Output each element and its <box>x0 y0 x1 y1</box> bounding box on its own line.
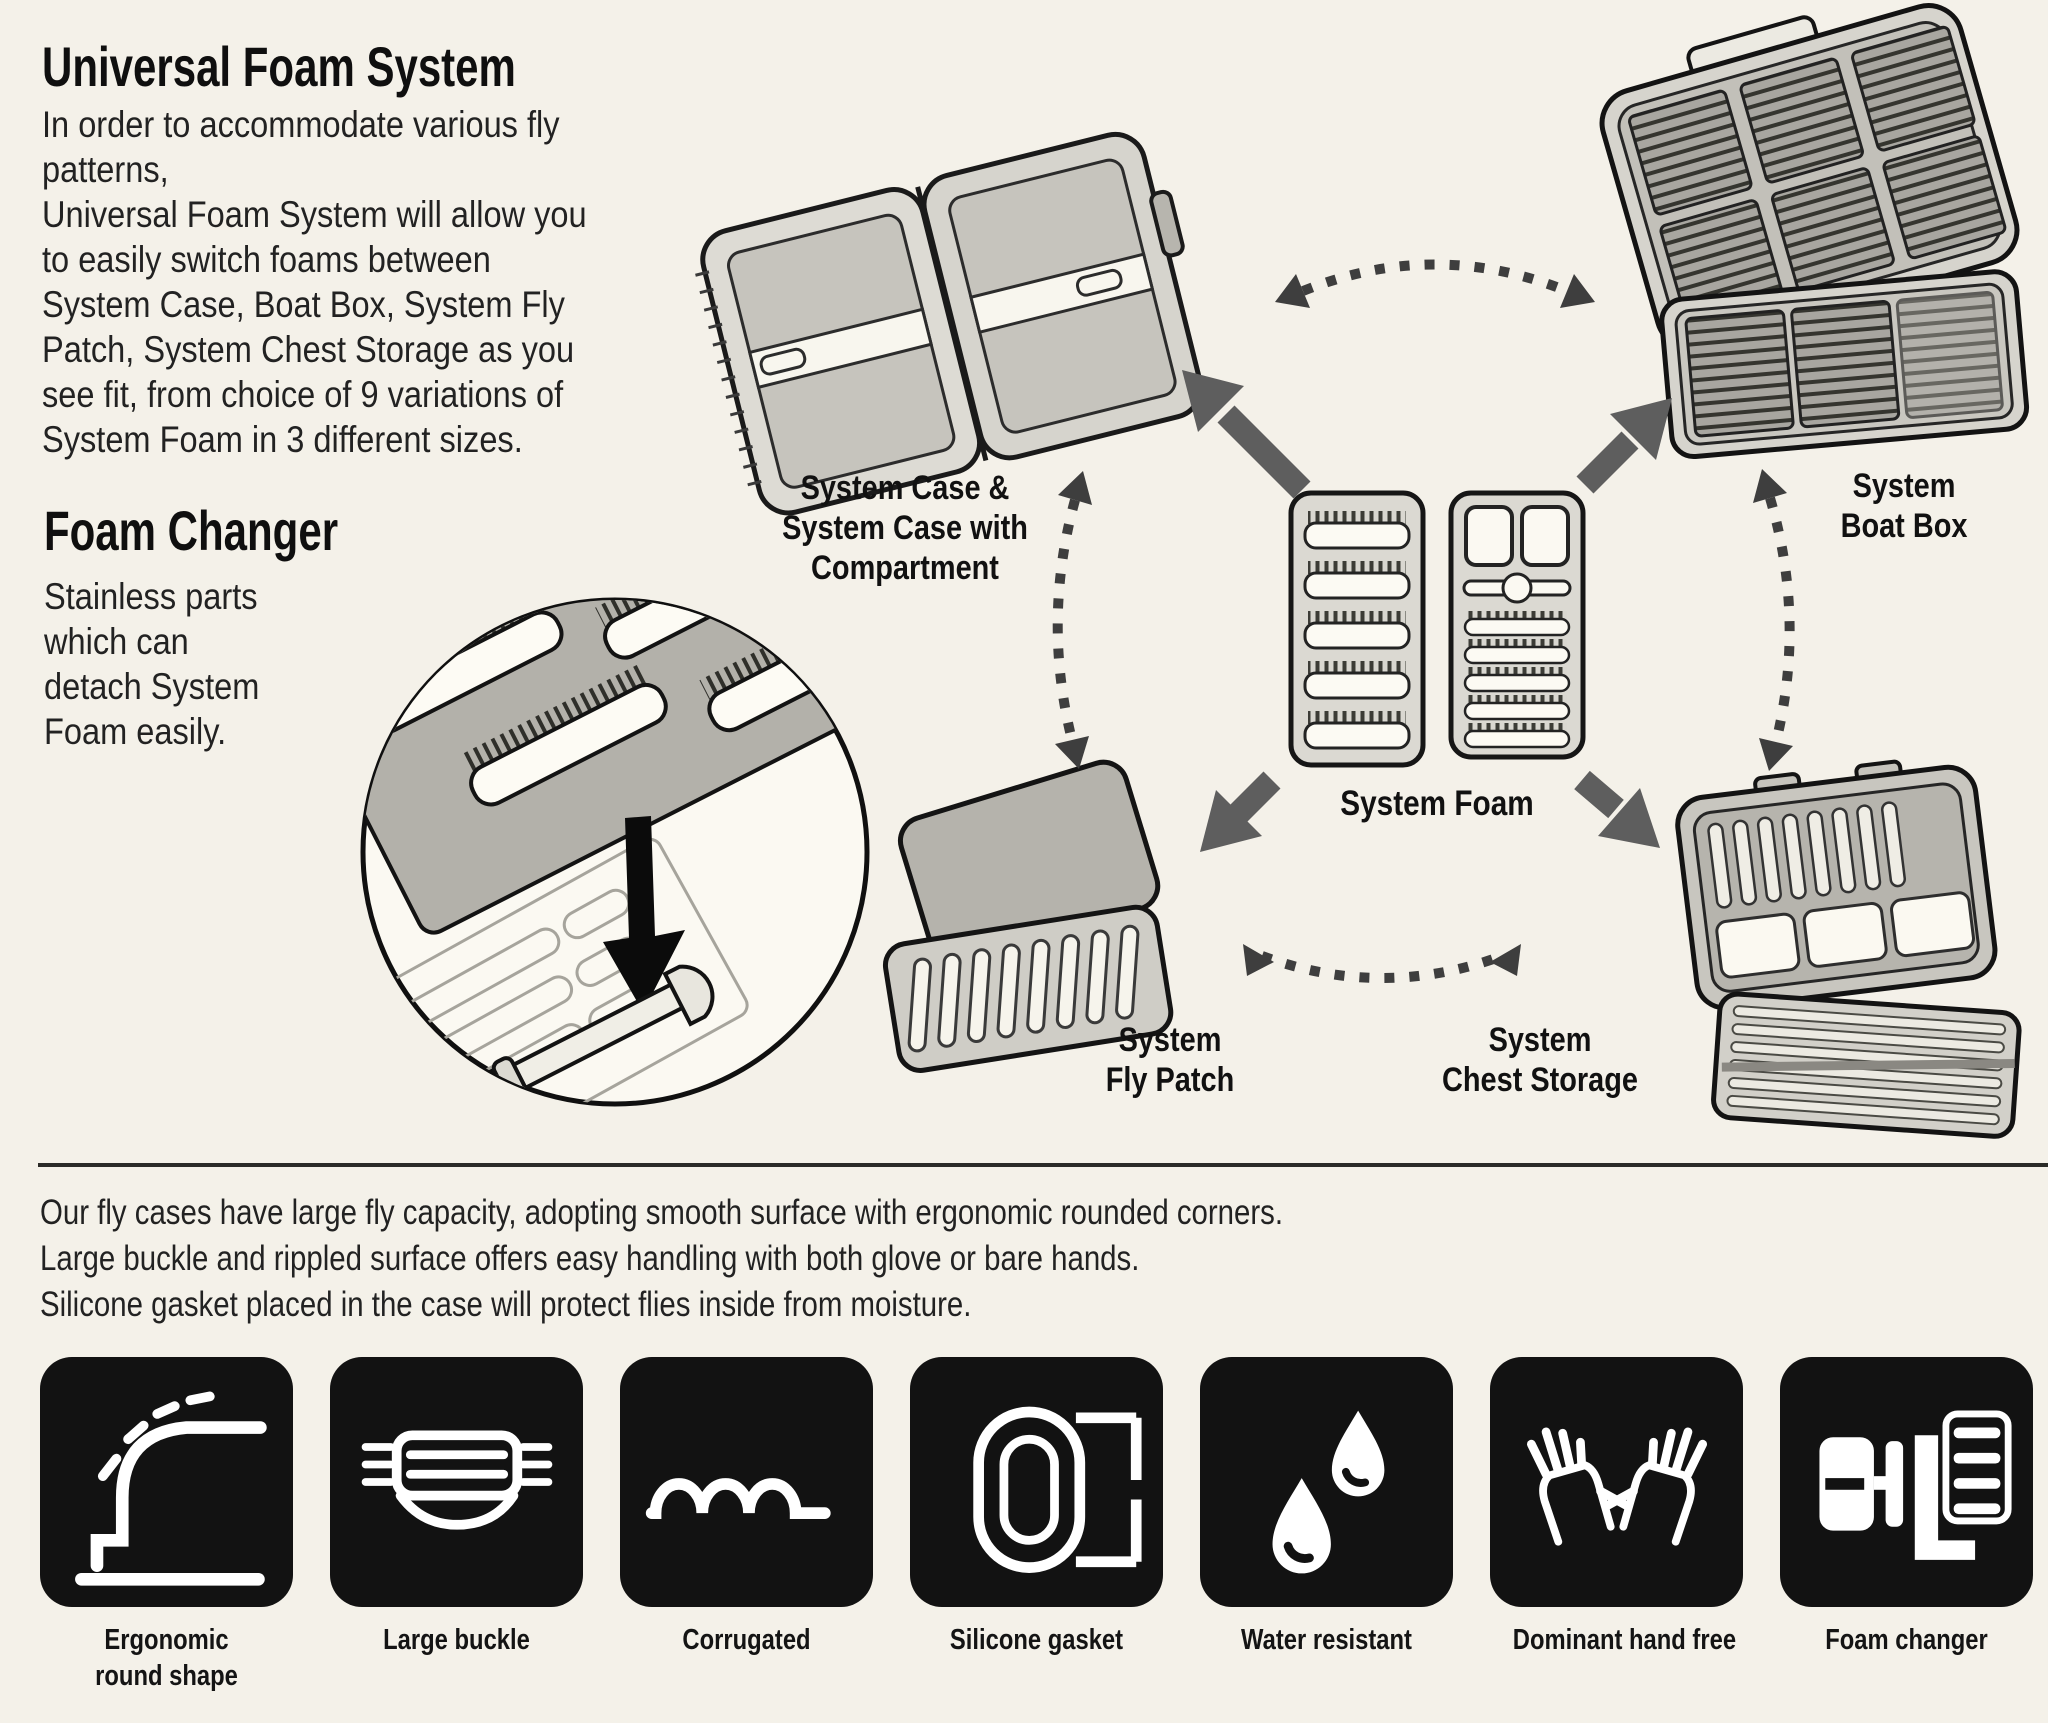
intro-paragraph: In order to accommodate various fly patt… <box>42 102 587 462</box>
tile-label-corrugated: Corrugated <box>682 1624 811 1656</box>
feature-tile-foam-changer <box>1780 1357 2033 1607</box>
foam-changer-line: Stainless parts <box>44 576 258 617</box>
silicone-gasket-icon <box>972 1406 1142 1573</box>
detach-arrow <box>603 816 685 1012</box>
foam-changer-line: Foam easily. <box>44 711 227 752</box>
large-buckle-icon <box>361 1430 552 1530</box>
intro-line: Universal Foam System will allow you <box>42 194 587 235</box>
feature-tile-large-buckle <box>330 1357 583 1607</box>
tile-label-silicone-gasket: Silicone gasket <box>949 1624 1124 1656</box>
feature-tile-water-resistant <box>1200 1357 1453 1607</box>
system-case-label: System Case & System Case with Compartme… <box>782 469 1028 587</box>
tile-label-ergonomic: Ergonomic round shape <box>95 1624 238 1692</box>
tile-label-water-resistant: Water resistant <box>1241 1624 1412 1656</box>
system-boat-box-illustration <box>1599 3 2030 460</box>
corrugated-icon <box>645 1478 831 1519</box>
chest-storage-label: System Chest Storage <box>1442 1021 1638 1099</box>
tile-label-foam-changer: Foam changer <box>1825 1624 1988 1656</box>
foam-changer-line: detach System <box>44 666 260 707</box>
foam-changer-paragraph: Stainless parts which can detach System … <box>44 574 259 754</box>
tile-label-dominant-hand-free: Dominant hand free <box>1512 1624 1737 1656</box>
water-resistant-icon <box>1272 1410 1384 1574</box>
intro-line: Patch, System Chest Storage as you <box>42 329 575 370</box>
ergonomic-round-shape-icon <box>74 1391 267 1586</box>
system-fly-patch-illustration <box>882 759 1174 1073</box>
tile-label-large-buckle: Large buckle <box>383 1624 530 1656</box>
system-foam-illustration <box>1288 490 1586 768</box>
fly-patch-label: System Fly Patch <box>1105 1021 1235 1099</box>
feature-tile-silicone-gasket <box>910 1357 1163 1607</box>
features-line: Silicone gasket placed in the case will … <box>40 1285 972 1324</box>
system-foam-label: System Foam <box>1340 784 1534 823</box>
page-title: Universal Foam System <box>42 35 516 98</box>
stainless-clip-part <box>491 964 715 1104</box>
intro-line: see fit, from choice of 9 variations of <box>42 374 564 415</box>
features-line: Our fly cases have large fly capacity, a… <box>40 1193 1284 1232</box>
feature-tile-ergonomic <box>40 1357 293 1607</box>
intro-line: patterns, <box>42 149 169 190</box>
features-line: Large buckle and rippled surface offers … <box>40 1239 1140 1278</box>
intro-line: System Foam in 3 different sizes. <box>42 419 523 460</box>
system-chest-storage-illustration <box>1675 759 2022 1139</box>
dominant-hand-free-icon <box>1526 1427 1707 1546</box>
section-divider <box>38 1163 2048 1167</box>
foam-changer-line: which can <box>44 621 189 662</box>
foam-changer-title: Foam Changer <box>44 499 339 562</box>
foam-changer-detail-illustration <box>360 597 870 1107</box>
feature-tile-dominant-hand-free <box>1490 1357 1743 1607</box>
intro-line: In order to accommodate various fly <box>42 104 560 145</box>
intro-line: to easily switch foams between <box>42 239 491 280</box>
system-case-illustration <box>695 131 1204 516</box>
boat-box-label: System Boat Box <box>1840 467 1968 545</box>
foam-changer-icon <box>1818 1410 2012 1560</box>
feature-tile-corrugated <box>620 1357 873 1607</box>
features-paragraph: Our fly cases have large fly capacity, a… <box>40 1190 1283 1328</box>
intro-line: System Case, Boat Box, System Fly <box>42 284 565 325</box>
